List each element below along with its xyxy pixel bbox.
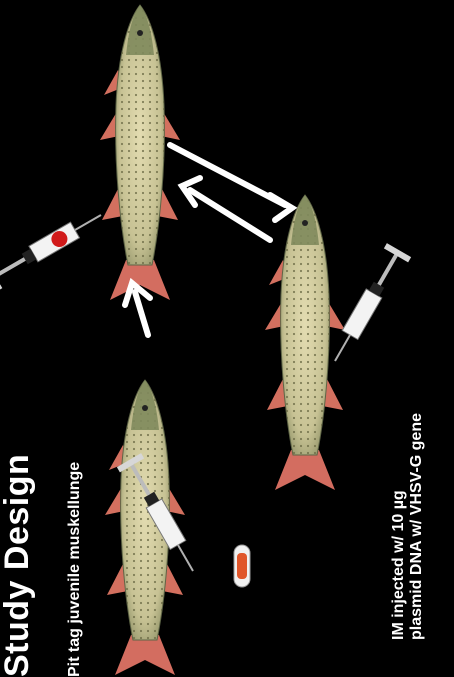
- fish-icon: [265, 195, 345, 490]
- syringe-icon: [0, 203, 108, 291]
- syringe-icon: [323, 243, 411, 368]
- diagram-title: Study Design: [0, 454, 37, 677]
- pit-tag-icon: [234, 545, 250, 587]
- fish-icon: [100, 5, 180, 300]
- injection-label: IM injected w/ 10 µg plasmid DNA w/ VHSV…: [390, 413, 426, 640]
- pit-tag-label: Pit tag juvenile muskellunge: [66, 462, 84, 677]
- arrow-icon: [125, 283, 150, 335]
